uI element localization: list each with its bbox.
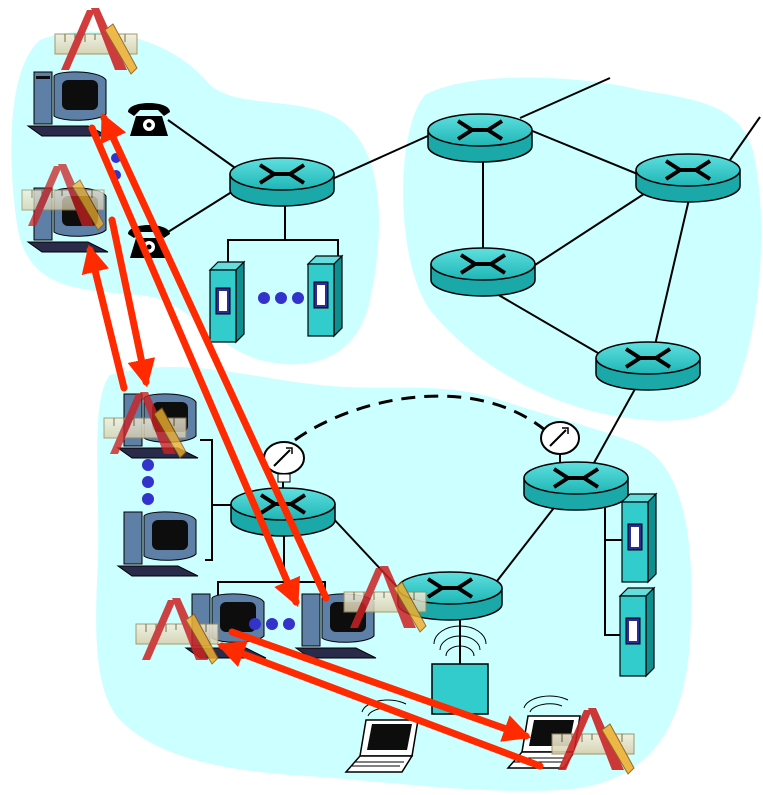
router-icon <box>229 157 335 207</box>
applications-layer <box>21 8 635 775</box>
link-isp-bottom-to-inst-right <box>589 379 641 471</box>
satellite-dish-icon <box>540 421 580 455</box>
laptop-icon <box>344 699 419 773</box>
application-icon <box>343 566 427 633</box>
link-isp-top-to-isp-right <box>529 129 641 176</box>
link-inst-center-to-hosts <box>200 439 237 506</box>
flows-layer <box>81 112 544 770</box>
server-icon <box>306 254 344 338</box>
link-inst-center-hosts-lower <box>205 505 213 561</box>
link-home-top-phone <box>167 119 239 171</box>
desktop-computer-icon <box>116 511 199 577</box>
satellite-dish-icon <box>263 441 305 483</box>
link-inst-center-to-lan <box>217 530 285 600</box>
application-icon <box>54 8 138 75</box>
telephone-icon <box>128 103 170 136</box>
link-home-router-to-servers <box>227 198 286 270</box>
router-icon <box>523 461 629 511</box>
satellite-link <box>294 394 546 442</box>
links-layer <box>167 77 761 665</box>
routers-layer <box>229 113 741 621</box>
application-icon <box>21 164 105 231</box>
link-isp-right-external <box>729 116 761 161</box>
application-icon <box>135 598 219 665</box>
application-icon <box>103 392 187 459</box>
link-isp-mid-to-isp-bottom <box>489 289 611 361</box>
link-inst-right-to-inst-bottom <box>489 499 561 591</box>
link-inst-right-servers-lower <box>604 540 622 636</box>
flow-arrow-inst-lan-to-home <box>100 112 330 602</box>
flow-arrow-home-to-inst-lan <box>88 124 301 608</box>
link-isp-mid-to-isp-right <box>534 189 651 266</box>
flow-arrow-inst-host-to-home2 <box>81 244 128 392</box>
server-icon <box>618 586 656 678</box>
link-isp-top-external <box>519 77 611 119</box>
router-icon <box>427 113 533 163</box>
flow-arrow-laptop-to-inst-host <box>216 640 544 770</box>
flow-arrow-inst-host-to-laptop <box>228 628 532 742</box>
router-icon <box>635 153 741 203</box>
router-icon <box>430 247 536 297</box>
link-home-servers-bus <box>285 239 339 262</box>
flow-arrow-home2-to-inst-host <box>108 216 156 388</box>
link-isp-right-to-isp-bottom <box>654 194 691 346</box>
desktop-computer-icon <box>26 71 109 137</box>
server-icon <box>620 492 658 584</box>
link-router-home-to-isp-top <box>329 134 431 181</box>
application-icon <box>551 708 635 775</box>
ellipsis-dots <box>111 153 304 630</box>
link-home-bottom-phone <box>167 187 239 233</box>
servers-layer <box>208 254 658 678</box>
server-icon <box>208 260 246 344</box>
router-icon <box>595 341 701 391</box>
